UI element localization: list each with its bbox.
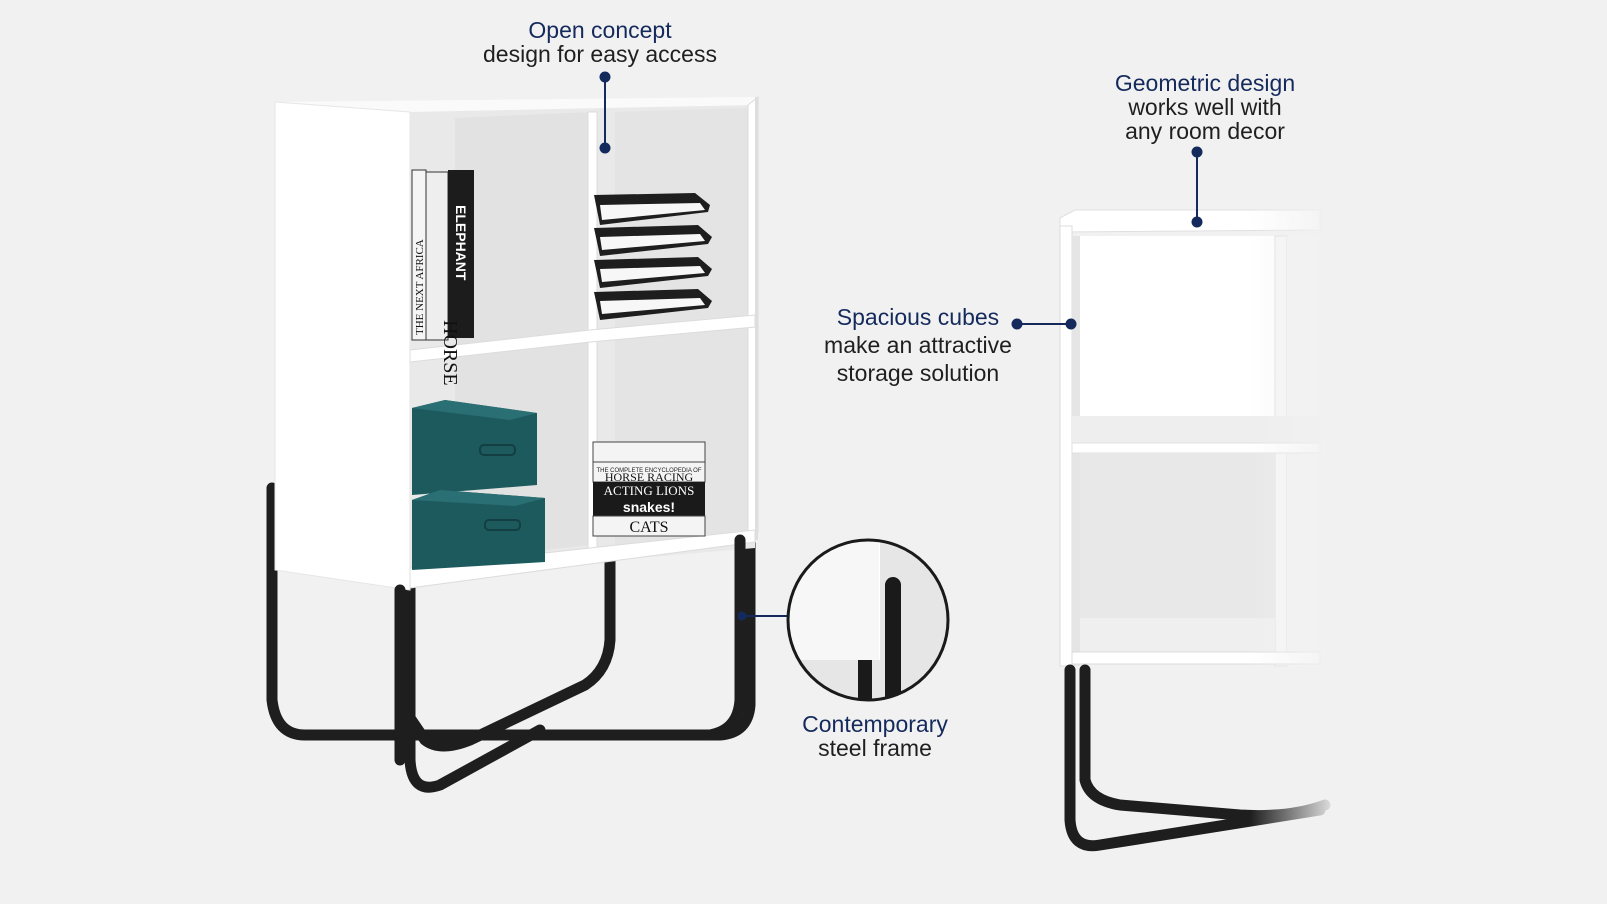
callout-geometric-design: Geometric design works well with any roo… xyxy=(1095,71,1315,143)
letter-trays xyxy=(594,193,712,320)
callout-geometric-line-2: any room decor xyxy=(1125,118,1285,144)
callout-spacious-line-2: storage solution xyxy=(836,360,1000,386)
book-stack-vertical: THE NEXT AFRICA HORSE ELEPHANT xyxy=(411,169,474,386)
callout-spacious-pointer xyxy=(1011,318,1077,330)
book-title-cats: CATS xyxy=(629,519,668,536)
shelf-unit-side-view xyxy=(1059,200,1340,880)
zoom-detail-circle xyxy=(786,538,950,702)
book-title-next-africa: THE NEXT AFRICA xyxy=(414,239,426,335)
book-title-encyclopedia: THE COMPLETE ENCYCLOPEDIA OF xyxy=(596,468,701,474)
book-title-acting-lions: ACTING LIONS xyxy=(604,483,695,498)
storage-boxes xyxy=(412,400,545,570)
callout-frame-text: steel frame xyxy=(818,735,932,761)
book-title-horse-racing: HORSE RACING xyxy=(605,470,694,484)
callout-open-concept: Open concept design for easy access xyxy=(470,18,730,66)
book-stack-horizontal: THE COMPLETE ENCYCLOPEDIA OF HORSE RACIN… xyxy=(592,441,706,537)
callout-open-concept-text: design for easy access xyxy=(483,41,717,67)
callout-spacious-title: Spacious cubes xyxy=(836,304,1000,330)
callout-geometric-title: Geometric design xyxy=(1114,70,1296,96)
callout-frame-pointer xyxy=(737,611,790,621)
book-title-snakes: snakes! xyxy=(623,499,675,515)
callout-frame-title: Contemporary xyxy=(802,711,948,737)
callout-geometric-pointer xyxy=(1191,146,1203,228)
callout-steel-frame: Contemporary steel frame xyxy=(775,712,975,760)
callout-open-concept-pointer xyxy=(599,71,611,154)
callout-spacious-cubes: Spacious cubes make an attractive storag… xyxy=(798,305,1038,385)
callout-spacious-line-1: make an attractive xyxy=(824,332,1012,358)
book-title-horse: HORSE xyxy=(439,320,461,386)
steel-frame-legs xyxy=(266,482,756,793)
callout-open-concept-title: Open concept xyxy=(528,17,672,43)
front-legs xyxy=(394,534,746,766)
callout-geometric-line-1: works well with xyxy=(1128,94,1282,120)
book-title-elephant: ELEPHANT xyxy=(453,205,469,281)
